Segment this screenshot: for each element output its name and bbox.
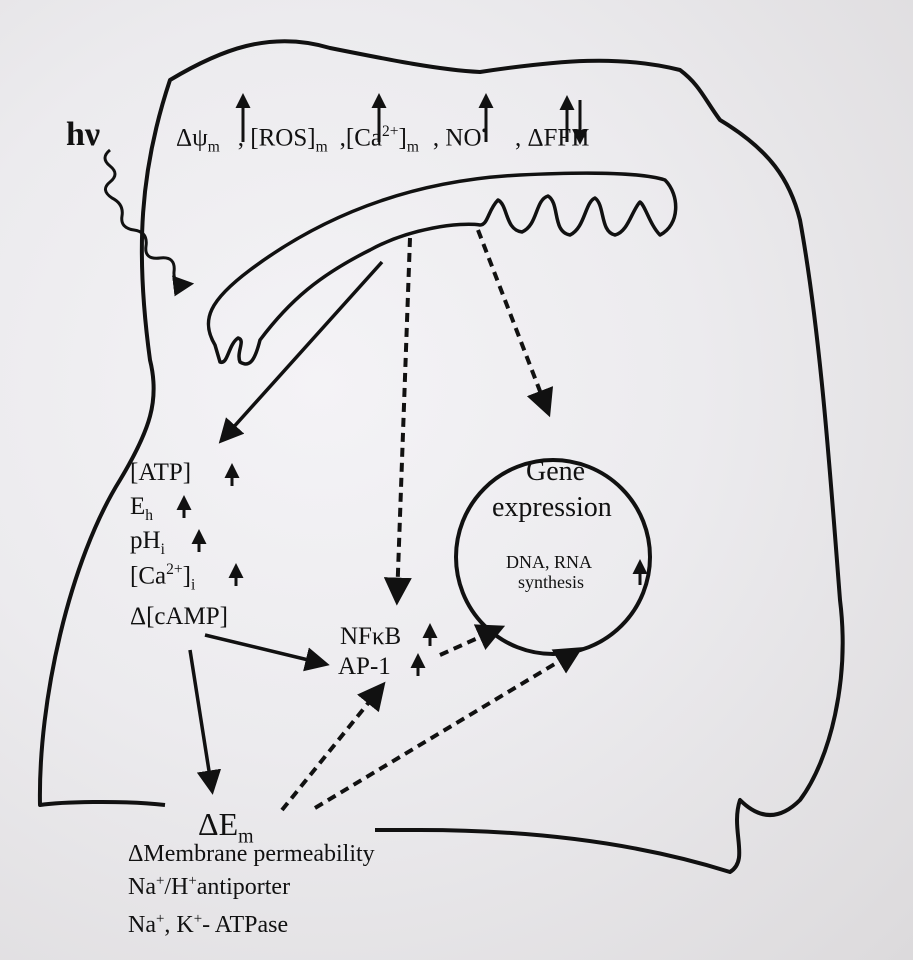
delta-em-sub: m <box>238 825 254 848</box>
nfkb-label: NFκB <box>340 623 402 650</box>
gene-label: Gene <box>526 456 586 487</box>
atpase-label: Na+, K+- ATPase <box>128 911 289 938</box>
ca-m-sub: m <box>406 138 419 156</box>
eh-label: Eh <box>130 493 154 524</box>
arrow-em-to-nucleus <box>313 647 583 810</box>
delta-psi-sub: m <box>207 138 220 156</box>
ca-i-sup: 2+ <box>166 561 183 578</box>
ros-sub: m <box>315 138 328 156</box>
no-label: NO <box>445 124 482 152</box>
membrane-permeability-label: ΔMembrane permeability <box>128 841 375 867</box>
arrow-mito-to-nfkb <box>383 237 412 606</box>
cytosol-up-arrows <box>176 463 648 676</box>
cell-membrane <box>37 39 845 874</box>
phi-sub: i <box>160 541 165 558</box>
eh-sub: h <box>145 507 154 524</box>
mito-params-row: Δψm, [ROS]m,[Ca2+]m, NO•, ΔFFH <box>176 124 589 155</box>
antiporter-label: Na+/H+antiporter <box>128 873 291 900</box>
arrow-mito-to-nucleus <box>476 229 554 418</box>
mito-up-arrows <box>235 93 588 145</box>
expression-label: expression <box>492 492 612 523</box>
arrow-camp-to-em <box>188 649 222 795</box>
sep-1: , <box>237 124 245 152</box>
arrow-em-to-ap1 <box>280 681 386 812</box>
arrow-nfkb-to-nucleus <box>439 624 506 657</box>
ap1-label: AP-1 <box>338 653 391 680</box>
ca-i-label: [Ca2+]i <box>130 561 196 594</box>
sep-2: , <box>339 124 346 152</box>
arrow-mito-to-atp <box>218 260 384 444</box>
mitochondrion <box>206 171 678 366</box>
no-dot: • <box>481 123 487 140</box>
synthesis-label: synthesis <box>518 572 585 592</box>
phi-label: pHi <box>130 527 165 558</box>
ca-m-label: [Ca <box>345 124 383 152</box>
ffh-label: , ΔFFH <box>514 124 590 152</box>
delta-em-label: ΔEm <box>198 806 254 848</box>
camp-label: Δ[cAMP] <box>130 603 229 630</box>
ros-label: [ROS] <box>250 124 316 152</box>
dna-rna-label: DNA, RNA <box>506 552 593 572</box>
sep-3: , <box>432 124 440 152</box>
ca-i-sub: i <box>190 576 196 594</box>
atp-label: [ATP] <box>130 459 192 486</box>
delta-psi-label: Δψ <box>176 124 208 152</box>
arrow-camp-to-ap1 <box>204 633 330 672</box>
photon-label: hν <box>66 116 101 153</box>
photon-wave-arrow <box>103 148 195 297</box>
ca-m-close: ] <box>398 124 407 152</box>
ca-m-sup: 2+ <box>382 123 399 140</box>
